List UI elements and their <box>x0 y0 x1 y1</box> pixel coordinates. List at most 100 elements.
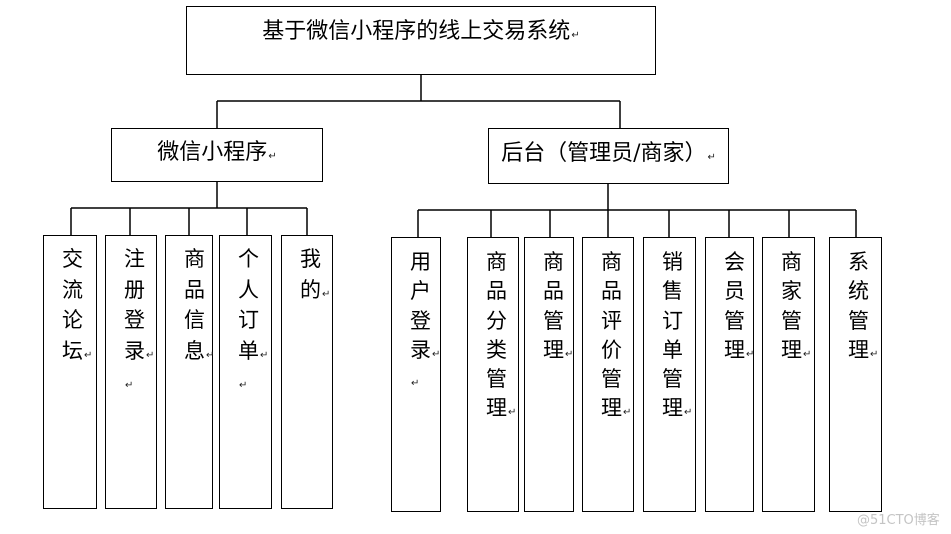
branch-node-label: 后台（管理员/商家）↵ <box>501 141 716 166</box>
watermark: @51CTO博客 <box>857 513 940 528</box>
paragraph-mark: ↵ <box>411 378 420 390</box>
label-line: 管 <box>848 308 869 333</box>
leaf-node-product-info: 商品信息↵ <box>165 235 215 509</box>
label-line: 商 <box>601 250 622 274</box>
paragraph-mark: ↵ <box>870 348 879 360</box>
leaf-node-label: 销售订单管理↵ <box>662 248 695 424</box>
root-node: 基于微信小程序的线上交易系统↵ <box>186 6 656 75</box>
paragraph-mark: ↵ <box>125 380 134 391</box>
label-line: 录↵ <box>124 338 155 363</box>
label-line: 类 <box>486 337 507 362</box>
label-line: 理↵ <box>848 337 879 362</box>
paragraph-mark: ↵ <box>322 288 331 300</box>
paragraph-mark: ↵ <box>803 348 812 360</box>
label-line: 价 <box>601 337 622 362</box>
leaf-node-label: 系统管理↵ <box>848 248 881 365</box>
label-line: 用 <box>410 250 431 274</box>
leaf-node-user-login: 用户登录↵↵ <box>391 237 441 512</box>
label-line: 登 <box>410 308 431 333</box>
label-line: 管 <box>724 308 745 333</box>
leaf-node-label: 我的↵ <box>300 244 332 305</box>
label-line: 订 <box>662 308 683 333</box>
label-line: 品 <box>486 279 507 304</box>
label-line: 评 <box>601 308 622 333</box>
leaf-node-label: 会员管理↵ <box>724 248 755 365</box>
label-line: 息↵ <box>184 338 215 363</box>
label-line: 商 <box>184 247 205 271</box>
leaf-node-system-management: 系统管理↵ <box>829 237 882 512</box>
label-line: 册 <box>124 277 145 302</box>
label-line: 单 <box>662 337 683 362</box>
branch-node-label: 微信小程序↵ <box>157 140 277 165</box>
paragraph-mark: ↵ <box>84 349 93 361</box>
paragraph-mark: ↵ <box>571 30 580 41</box>
leaf-node-personal-orders: 个人订单↵ ↵ <box>219 235 272 509</box>
label-line: 员 <box>724 279 745 304</box>
label-line: 登 <box>124 308 145 332</box>
leaf-node-label: 注册登录↵↵ <box>124 244 156 397</box>
leaf-node-member-management: 会员管理↵ <box>705 237 754 512</box>
leaf-node-sales-order-management: 销售订单管理↵ <box>643 237 696 512</box>
paragraph-mark: ↵ <box>268 151 277 162</box>
label-line: 销 <box>662 250 683 274</box>
label-line: 管 <box>601 367 622 392</box>
paragraph-mark: ↵ <box>432 348 441 360</box>
label-line: 坛↵ <box>62 338 93 363</box>
label-line: 论 <box>62 308 83 332</box>
paragraph-mark: ↵ <box>206 349 215 361</box>
paragraph-mark: ↵ <box>146 349 155 361</box>
label-line: 品 <box>184 277 205 302</box>
label-line: 理↵ <box>601 396 632 421</box>
label-line: 管 <box>486 367 507 392</box>
paragraph-mark: ↵ <box>565 348 574 360</box>
label-line: 品 <box>543 279 564 304</box>
label-line: 统 <box>848 279 869 304</box>
label-line: ↵ <box>410 365 440 394</box>
label-line: ↵ <box>238 366 271 397</box>
label-line: 交 <box>62 247 83 271</box>
label-line: 系 <box>848 250 869 274</box>
label-line: 管 <box>781 308 802 333</box>
label-line: 理↵ <box>781 337 812 362</box>
label-line: 管 <box>543 308 564 333</box>
label-line: 商 <box>486 250 507 274</box>
label-line: 理↵ <box>724 337 755 362</box>
label-line: ↵ <box>124 366 156 397</box>
label-line: 会 <box>724 250 745 274</box>
label-line: 录↵ <box>410 337 441 362</box>
label-line: 信 <box>184 308 205 332</box>
label-line: 流 <box>62 277 83 302</box>
paragraph-mark: ↵ <box>239 380 248 391</box>
label-line: 人 <box>238 277 259 302</box>
paragraph-mark: ↵ <box>707 152 716 163</box>
label-line: 商 <box>543 250 564 274</box>
label-line: 品 <box>601 279 622 304</box>
label-line: 分 <box>486 308 507 333</box>
label-line: 理↵ <box>662 396 693 421</box>
root-node-label: 基于微信小程序的线上交易系统↵ <box>262 19 580 44</box>
leaf-node-label: 商品信息↵ <box>184 244 215 366</box>
leaf-node-category-management: 商品分类管理↵ <box>467 237 519 512</box>
paragraph-mark: ↵ <box>623 407 632 419</box>
leaf-node-label: 个人订单↵ ↵ <box>238 244 271 397</box>
leaf-node-merchant-management: 商家管理↵ <box>762 237 815 512</box>
leaf-node-review-management: 商品评价管理↵ <box>582 237 634 512</box>
label-line: 家 <box>781 279 802 304</box>
leaf-node-forum: 交流论坛↵ <box>43 235 97 509</box>
label-line: 注 <box>124 247 145 271</box>
label-line: 售 <box>662 279 683 304</box>
branch-node-wechat-miniprogram: 微信小程序↵ <box>111 128 323 182</box>
label-line: 理↵ <box>543 337 574 362</box>
paragraph-mark: ↵ <box>684 407 693 419</box>
leaf-node-label: 商品管理↵ <box>543 248 573 365</box>
leaf-node-label: 商品分类管理↵ <box>486 248 518 424</box>
paragraph-mark: ↵ <box>746 348 755 360</box>
leaf-node-register-login: 注册登录↵↵ <box>105 235 157 509</box>
leaf-node-product-management: 商品管理↵ <box>524 237 574 512</box>
label-line: 商 <box>781 250 802 274</box>
label-line: 单↵ <box>238 338 269 363</box>
leaf-node-label: 用户登录↵↵ <box>410 248 440 394</box>
leaf-node-label: 商品评价管理↵ <box>601 248 633 424</box>
label-line: 订 <box>238 308 259 332</box>
label-line: 个 <box>238 247 259 271</box>
